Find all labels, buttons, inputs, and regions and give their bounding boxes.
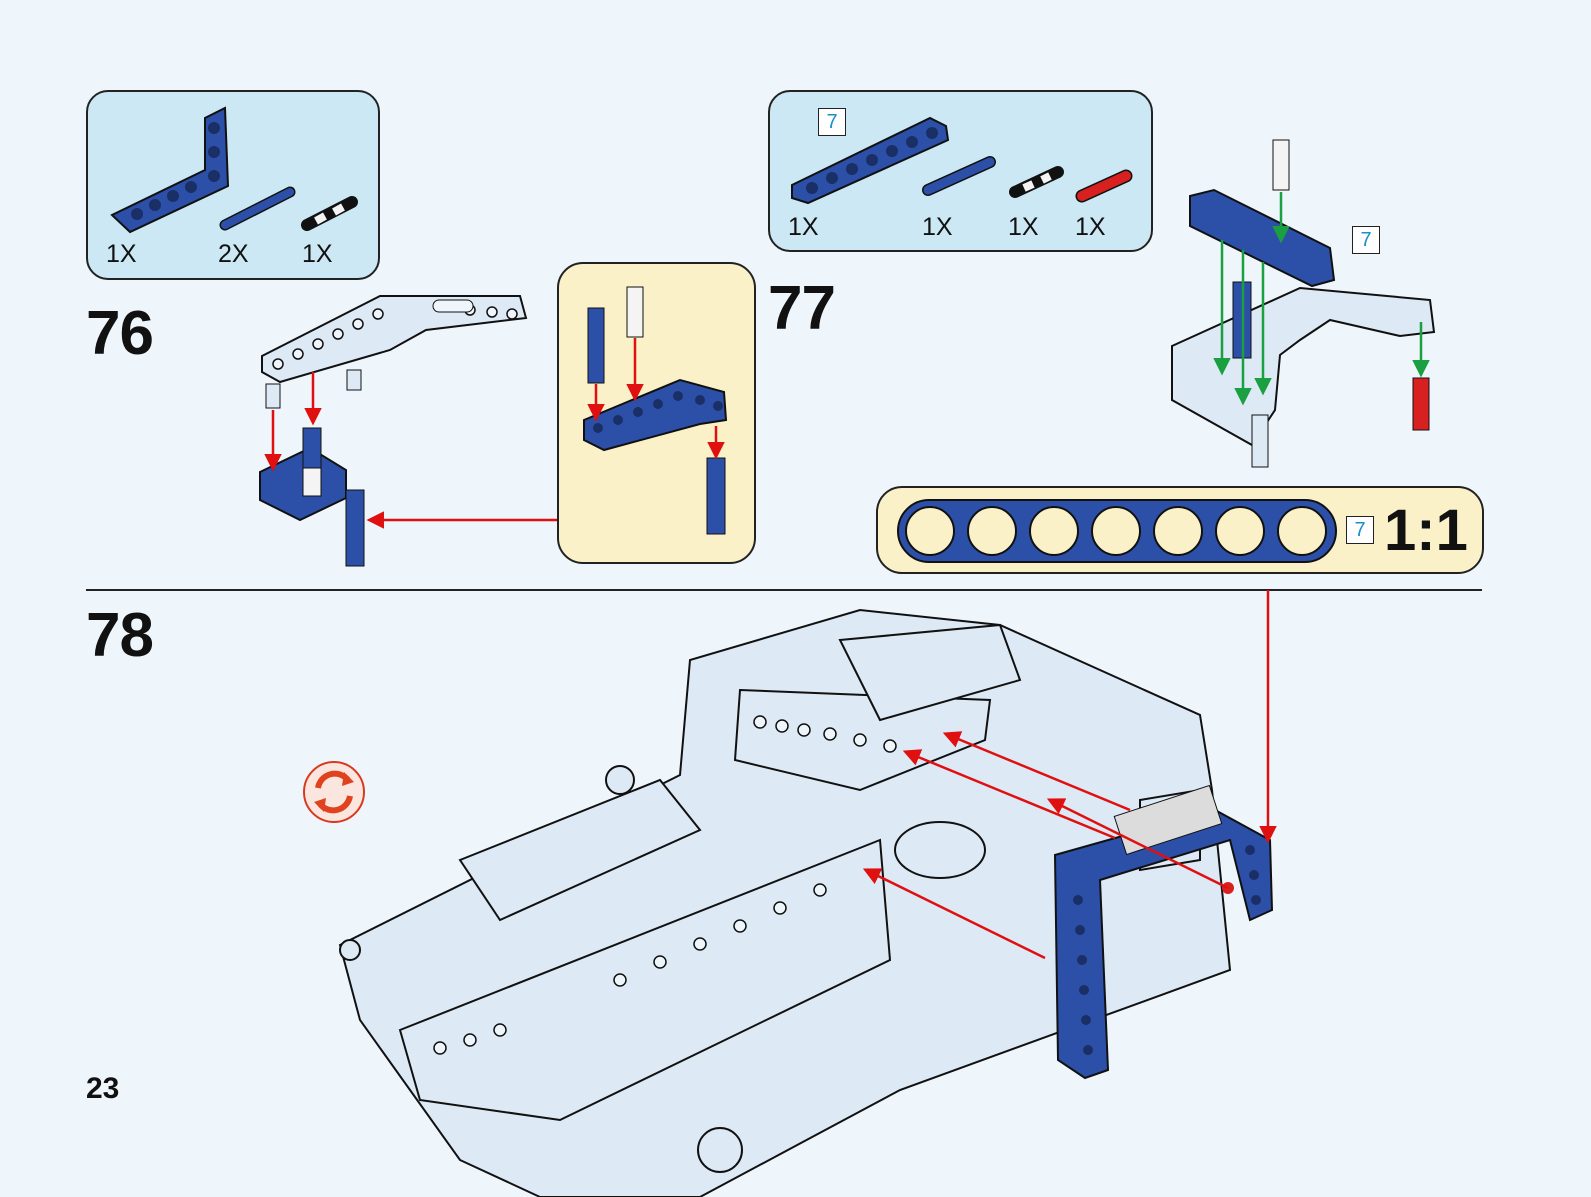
step-77-number: 77: [768, 274, 836, 343]
step77-part2-qty: 1X: [922, 213, 953, 241]
scale-ratio: 1:1: [1384, 498, 1468, 563]
step78-model: [338, 608, 1232, 1197]
step76-part1-qty: 1X: [106, 240, 137, 268]
step77-part4-qty: 1X: [1075, 213, 1106, 241]
section-divider: [86, 589, 1482, 591]
step-78-number: 78: [86, 601, 154, 670]
callout-length-tag: 7: [1352, 226, 1380, 254]
step76-part3-qty: 1X: [302, 240, 333, 268]
scale-length-tag: 7: [1346, 516, 1374, 544]
step78-arrows: [862, 590, 1277, 960]
step78-model-holes: [433, 715, 897, 1055]
page-number: 23: [86, 1072, 120, 1105]
step77-part3-qty: 1X: [1008, 213, 1039, 241]
beam-length-tag: 7: [818, 108, 846, 136]
step77-subassembly-box: [557, 262, 756, 564]
step76-assembly: [259, 295, 557, 567]
step77-part1-qty: 1X: [788, 213, 819, 241]
rotate-model-icon: [302, 760, 366, 824]
step78-blue-frame: [1053, 784, 1274, 1080]
step77-assembly: [1171, 139, 1436, 468]
step76-part2-qty: 2X: [218, 240, 249, 268]
step-76-number: 76: [86, 299, 154, 368]
